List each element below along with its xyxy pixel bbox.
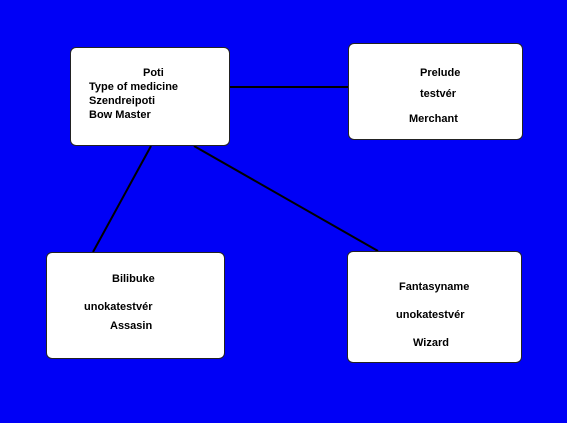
node-prelude[interactable]: Prelude testvér Merchant (348, 43, 523, 140)
node-prelude-role: Merchant (409, 113, 458, 125)
node-bilibuke[interactable]: Bilibuke unokatestvér Assasin (46, 252, 225, 359)
node-poti[interactable]: Poti Type of medicine Szendreipoti Bow M… (70, 47, 230, 146)
node-poti-name: Poti (143, 67, 164, 79)
node-poti-detail: Szendreipoti (89, 95, 156, 107)
node-fantasyname-relation: unokatestvér (396, 309, 465, 321)
node-bilibuke-name: Bilibuke (112, 273, 155, 285)
edge-poti-fantasyname (193, 145, 379, 252)
edge-poti-bilibuke (92, 145, 152, 253)
node-fantasyname[interactable]: Fantasyname unokatestvér Wizard (347, 251, 522, 363)
node-poti-role: Bow Master (89, 109, 151, 121)
node-prelude-name: Prelude (420, 67, 461, 79)
node-poti-detail: Type of medicine (89, 81, 179, 93)
node-fantasyname-role: Wizard (413, 337, 449, 349)
node-bilibuke-role: Assasin (110, 320, 153, 332)
node-prelude-relation: testvér (420, 88, 457, 100)
node-bilibuke-relation: unokatestvér (84, 301, 153, 313)
node-fantasyname-name: Fantasyname (399, 281, 470, 293)
